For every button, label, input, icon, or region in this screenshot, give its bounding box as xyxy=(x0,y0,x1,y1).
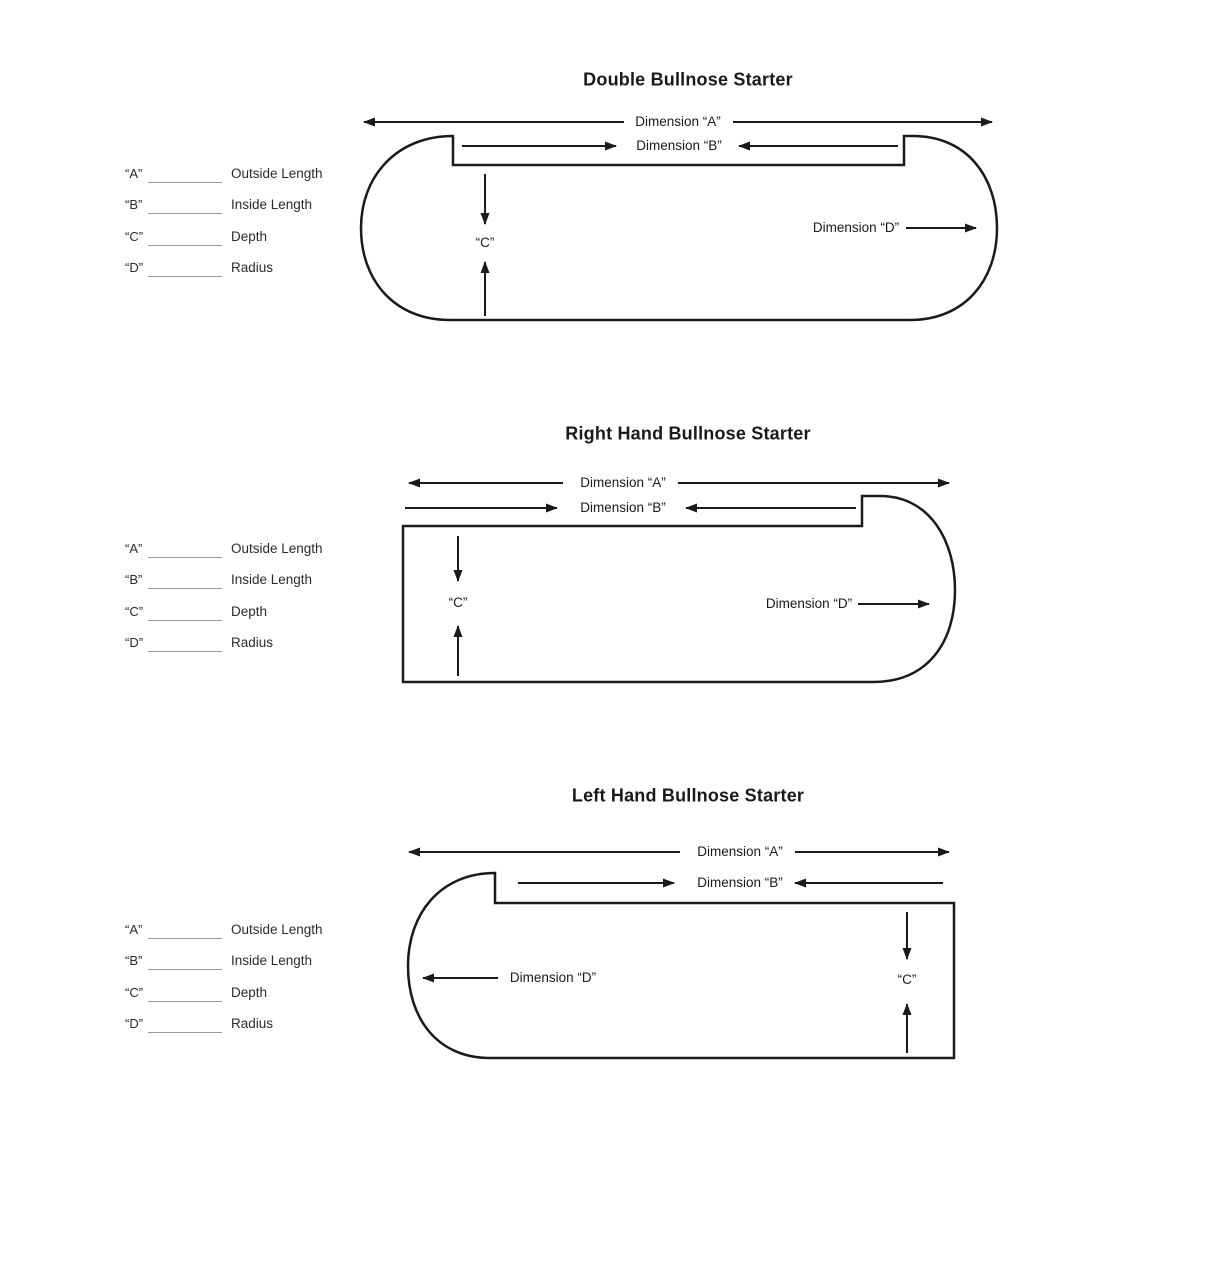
dimension-d-label: Dimension “D” xyxy=(504,970,602,986)
left-hand-bullnose-outline xyxy=(406,871,956,1060)
form-blank-c xyxy=(148,606,222,621)
form-desc-radius: Radius xyxy=(231,635,274,650)
form-blank-a xyxy=(148,168,222,183)
form-blank-d xyxy=(148,637,222,652)
form-desc-outside-length: Outside Length xyxy=(231,541,323,556)
form-letter-b: “B” xyxy=(125,572,143,587)
dimension-a-label: Dimension “A” xyxy=(630,114,726,130)
form-desc-radius: Radius xyxy=(231,260,274,275)
dimension-b-label: Dimension “B” xyxy=(631,138,727,154)
form-letter-d: “D” xyxy=(125,635,144,650)
form-desc-radius: Radius xyxy=(231,1016,274,1031)
form-desc-outside-length: Outside Length xyxy=(231,922,323,937)
section-title-right-hand-bullnose: Right Hand Bullnose Starter xyxy=(565,423,811,444)
form-letter-c: “C” xyxy=(125,604,144,619)
form-blank-b xyxy=(148,199,222,214)
form-letter-a: “A” xyxy=(125,541,143,556)
form-blank-d xyxy=(148,1018,222,1033)
form-desc-depth: Depth xyxy=(231,229,268,244)
form-blank-a xyxy=(148,543,222,558)
form-blank-c xyxy=(148,231,222,246)
form-blank-a xyxy=(148,924,222,939)
dimension-c-label: “C” xyxy=(472,235,498,251)
dimension-a-label: Dimension “A” xyxy=(692,844,788,860)
right-hand-bullnose-diagram xyxy=(401,478,957,684)
dimension-b-label: Dimension “B” xyxy=(692,875,788,891)
form-blank-b xyxy=(148,574,222,589)
form-letter-b: “B” xyxy=(125,953,143,968)
form-blank-d xyxy=(148,262,222,277)
form-letter-c: “C” xyxy=(125,229,144,244)
section-title-left-hand-bullnose: Left Hand Bullnose Starter xyxy=(571,785,805,806)
form-desc-inside-length: Inside Length xyxy=(231,572,313,587)
form-letter-d: “D” xyxy=(125,1016,144,1031)
form-letter-a: “A” xyxy=(125,922,143,937)
double-bullnose-outline xyxy=(359,134,999,322)
double-bullnose-diagram xyxy=(359,117,999,322)
right-hand-bullnose-outline xyxy=(401,494,957,684)
form-blank-b xyxy=(148,955,222,970)
form-letter-a: “A” xyxy=(125,166,143,181)
form-desc-inside-length: Inside Length xyxy=(231,197,313,212)
section-title-double-bullnose: Double Bullnose Starter xyxy=(583,69,793,90)
dimension-a-label: Dimension “A” xyxy=(575,475,671,491)
form-blank-c xyxy=(148,987,222,1002)
dimension-d-label: Dimension “D” xyxy=(807,220,905,236)
dimension-c-label: “C” xyxy=(894,972,920,988)
dimension-d-label: Dimension “D” xyxy=(760,596,858,612)
form-desc-depth: Depth xyxy=(231,985,268,1000)
left-hand-bullnose-diagram xyxy=(406,847,956,1060)
form-letter-c: “C” xyxy=(125,985,144,1000)
form-letter-d: “D” xyxy=(125,260,144,275)
form-desc-depth: Depth xyxy=(231,604,268,619)
form-letter-b: “B” xyxy=(125,197,143,212)
dimension-b-label: Dimension “B” xyxy=(575,500,671,516)
form-desc-outside-length: Outside Length xyxy=(231,166,323,181)
form-desc-inside-length: Inside Length xyxy=(231,953,313,968)
dimension-c-label: “C” xyxy=(445,595,471,611)
